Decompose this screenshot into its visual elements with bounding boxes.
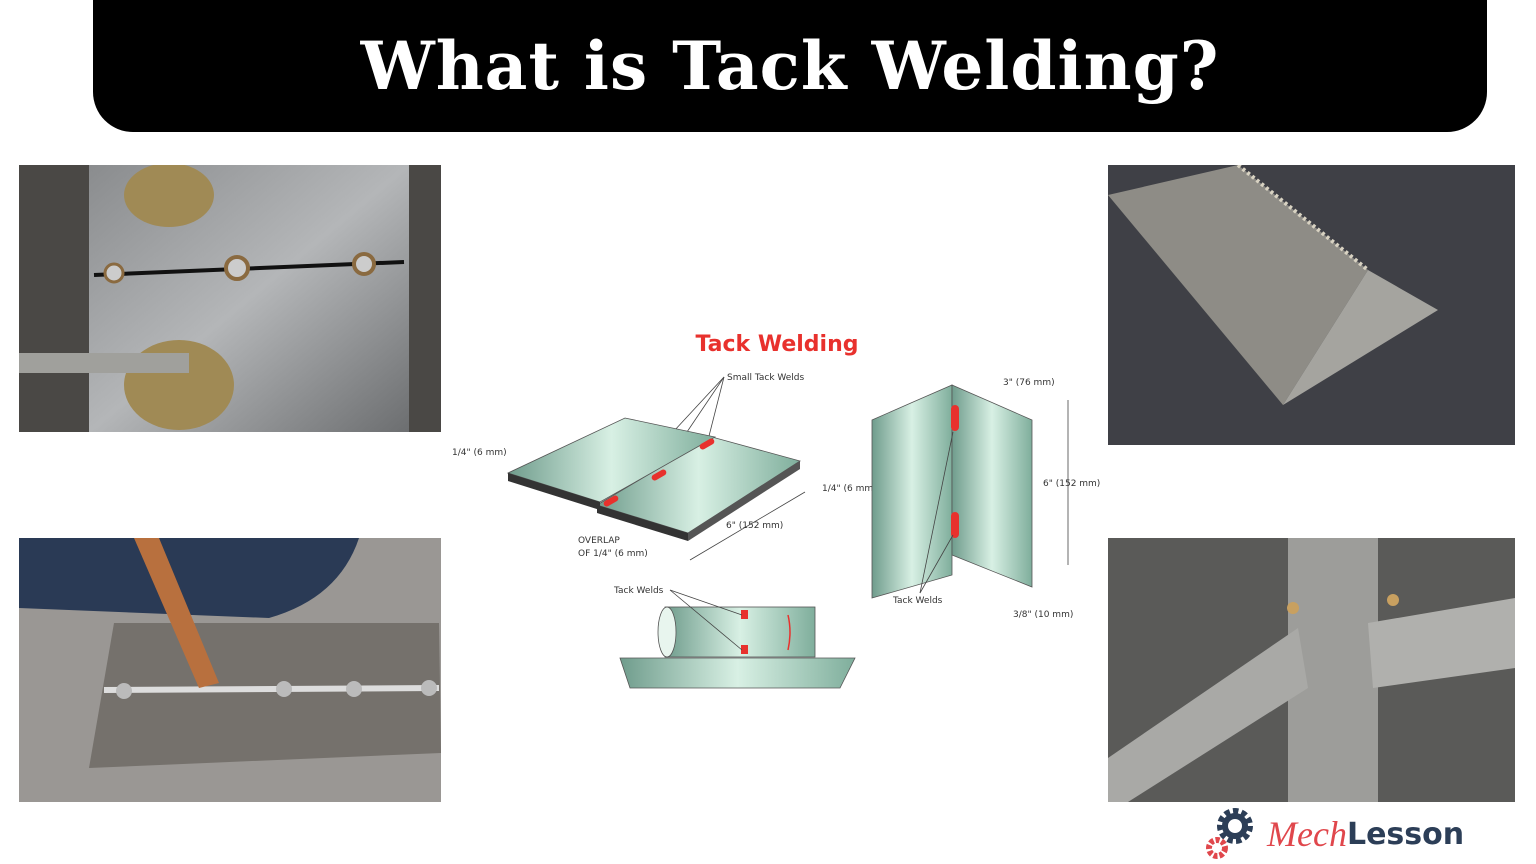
dim-corner-thickness: 3/8" (10 mm) xyxy=(1013,610,1073,620)
diagram-title: Tack Welding xyxy=(696,332,859,357)
corner-joint xyxy=(871,384,1033,599)
dim-corner-width: 3" (76 mm) xyxy=(1003,378,1055,388)
photo-mig-torch xyxy=(19,538,441,802)
label-small-tack-welds: Small Tack Welds xyxy=(727,373,805,383)
dim-top-plate-thickness: 1/4" (6 mm) xyxy=(452,448,507,458)
mechlesson-logo: Mech Lesson xyxy=(1205,806,1464,862)
label-tack-welds-corner: Tack Welds xyxy=(892,596,943,606)
dim-plate-length: 6" (152 mm) xyxy=(726,521,783,531)
dim-bottom-plate-thickness: 1/4" (6 mm) xyxy=(822,484,877,494)
dim-overlap-line1: OVERLAP xyxy=(578,536,620,546)
photo-tube-frame xyxy=(1108,538,1515,802)
logo-lesson: Lesson xyxy=(1346,816,1465,852)
photo-angle-plate xyxy=(1108,165,1515,445)
label-tack-welds-pipe: Tack Welds xyxy=(613,586,664,596)
pipe-on-angle xyxy=(619,606,856,689)
gear-icon xyxy=(1206,808,1253,859)
title-banner: What is Tack Welding? xyxy=(93,0,1487,132)
logo-mech: Mech xyxy=(1267,814,1347,854)
lap-joint-plates xyxy=(506,417,801,541)
page-title: What is Tack Welding? xyxy=(360,27,1220,105)
dim-overlap-line2: OF 1/4" (6 mm) xyxy=(578,549,648,559)
photo-clamped-plates xyxy=(19,165,441,432)
dim-corner-height: 6" (152 mm) xyxy=(1043,479,1100,489)
